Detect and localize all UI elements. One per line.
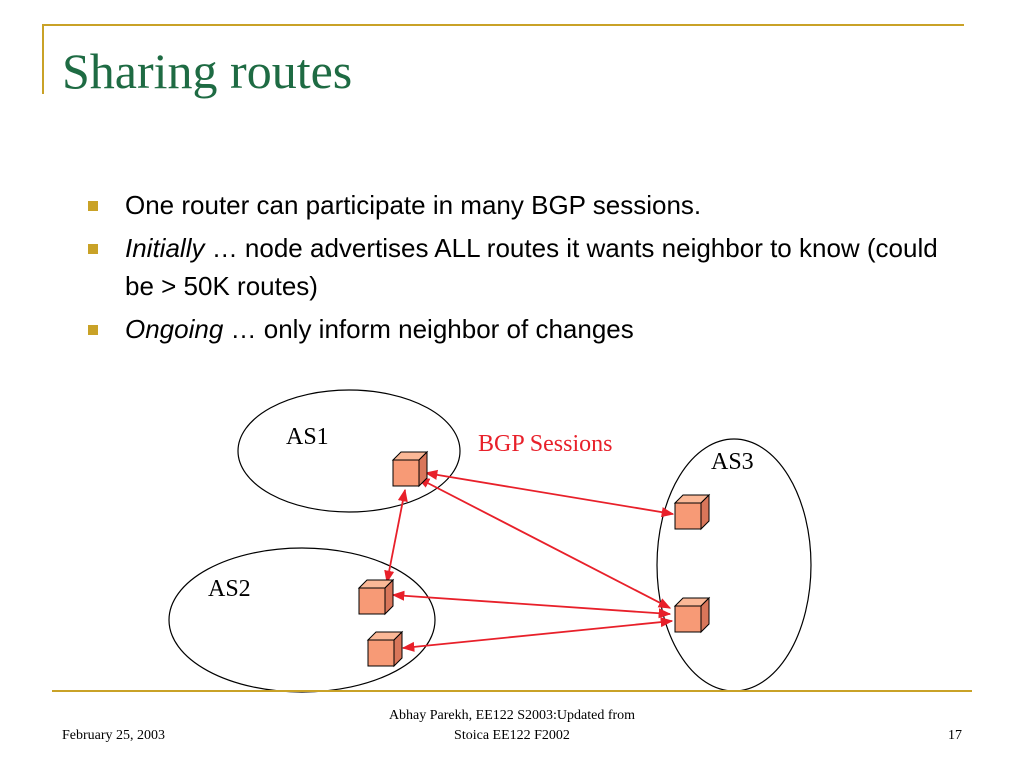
- as3-label: AS3: [711, 449, 754, 475]
- bullet-emphasis: Ongoing: [125, 314, 224, 344]
- session-link: [391, 590, 672, 619]
- bullet-item: Ongoing … only inform neighbor of change…: [88, 310, 948, 348]
- slide-title: Sharing routes: [62, 43, 353, 99]
- as2-ellipse: [168, 547, 436, 693]
- bullet-text: … node advertises ALL routes it wants ne…: [125, 233, 938, 301]
- bullet-list: One router can participate in many BGP s…: [88, 186, 948, 353]
- router-as3-bottom: [674, 597, 710, 633]
- as2-label: AS2: [208, 576, 251, 602]
- footer-credit-line: Abhay Parekh, EE122 S2003:Updated from: [388, 708, 636, 723]
- router-as2-top: [358, 579, 394, 615]
- router-as3-top: [674, 494, 710, 530]
- session-link: [401, 617, 674, 652]
- footer-date: February 25, 2003: [62, 728, 166, 743]
- title-frame-top: [42, 24, 964, 26]
- as3-ellipse: [656, 438, 812, 692]
- bgp-sessions-label: BGP Sessions: [478, 431, 612, 457]
- bullet-item: One router can participate in many BGP s…: [88, 186, 948, 224]
- title-frame-left: [42, 24, 44, 94]
- footer-credit: Abhay Parekh, EE122 S2003:Updated from S…: [362, 706, 662, 746]
- as1-label: AS1: [286, 424, 329, 450]
- square-bullet-icon: [88, 201, 98, 211]
- bullet-item: Initially … node advertises ALL routes i…: [88, 229, 948, 305]
- footer-credit-line: Stoica EE122 F2002: [454, 728, 570, 743]
- bullet-text: One router can participate in many BGP s…: [125, 190, 702, 220]
- as1-ellipse: [237, 389, 461, 513]
- square-bullet-icon: [88, 325, 98, 335]
- page-number: 17: [948, 728, 962, 743]
- bullet-emphasis: Initially: [125, 233, 205, 263]
- router-as1: [392, 451, 428, 487]
- session-link: [424, 469, 675, 518]
- session-link: [416, 477, 672, 609]
- footer-divider: [52, 690, 972, 692]
- router-as2-bottom: [367, 631, 403, 667]
- square-bullet-icon: [88, 244, 98, 254]
- bullet-text: … only inform neighbor of changes: [223, 314, 634, 344]
- session-link: [384, 488, 408, 584]
